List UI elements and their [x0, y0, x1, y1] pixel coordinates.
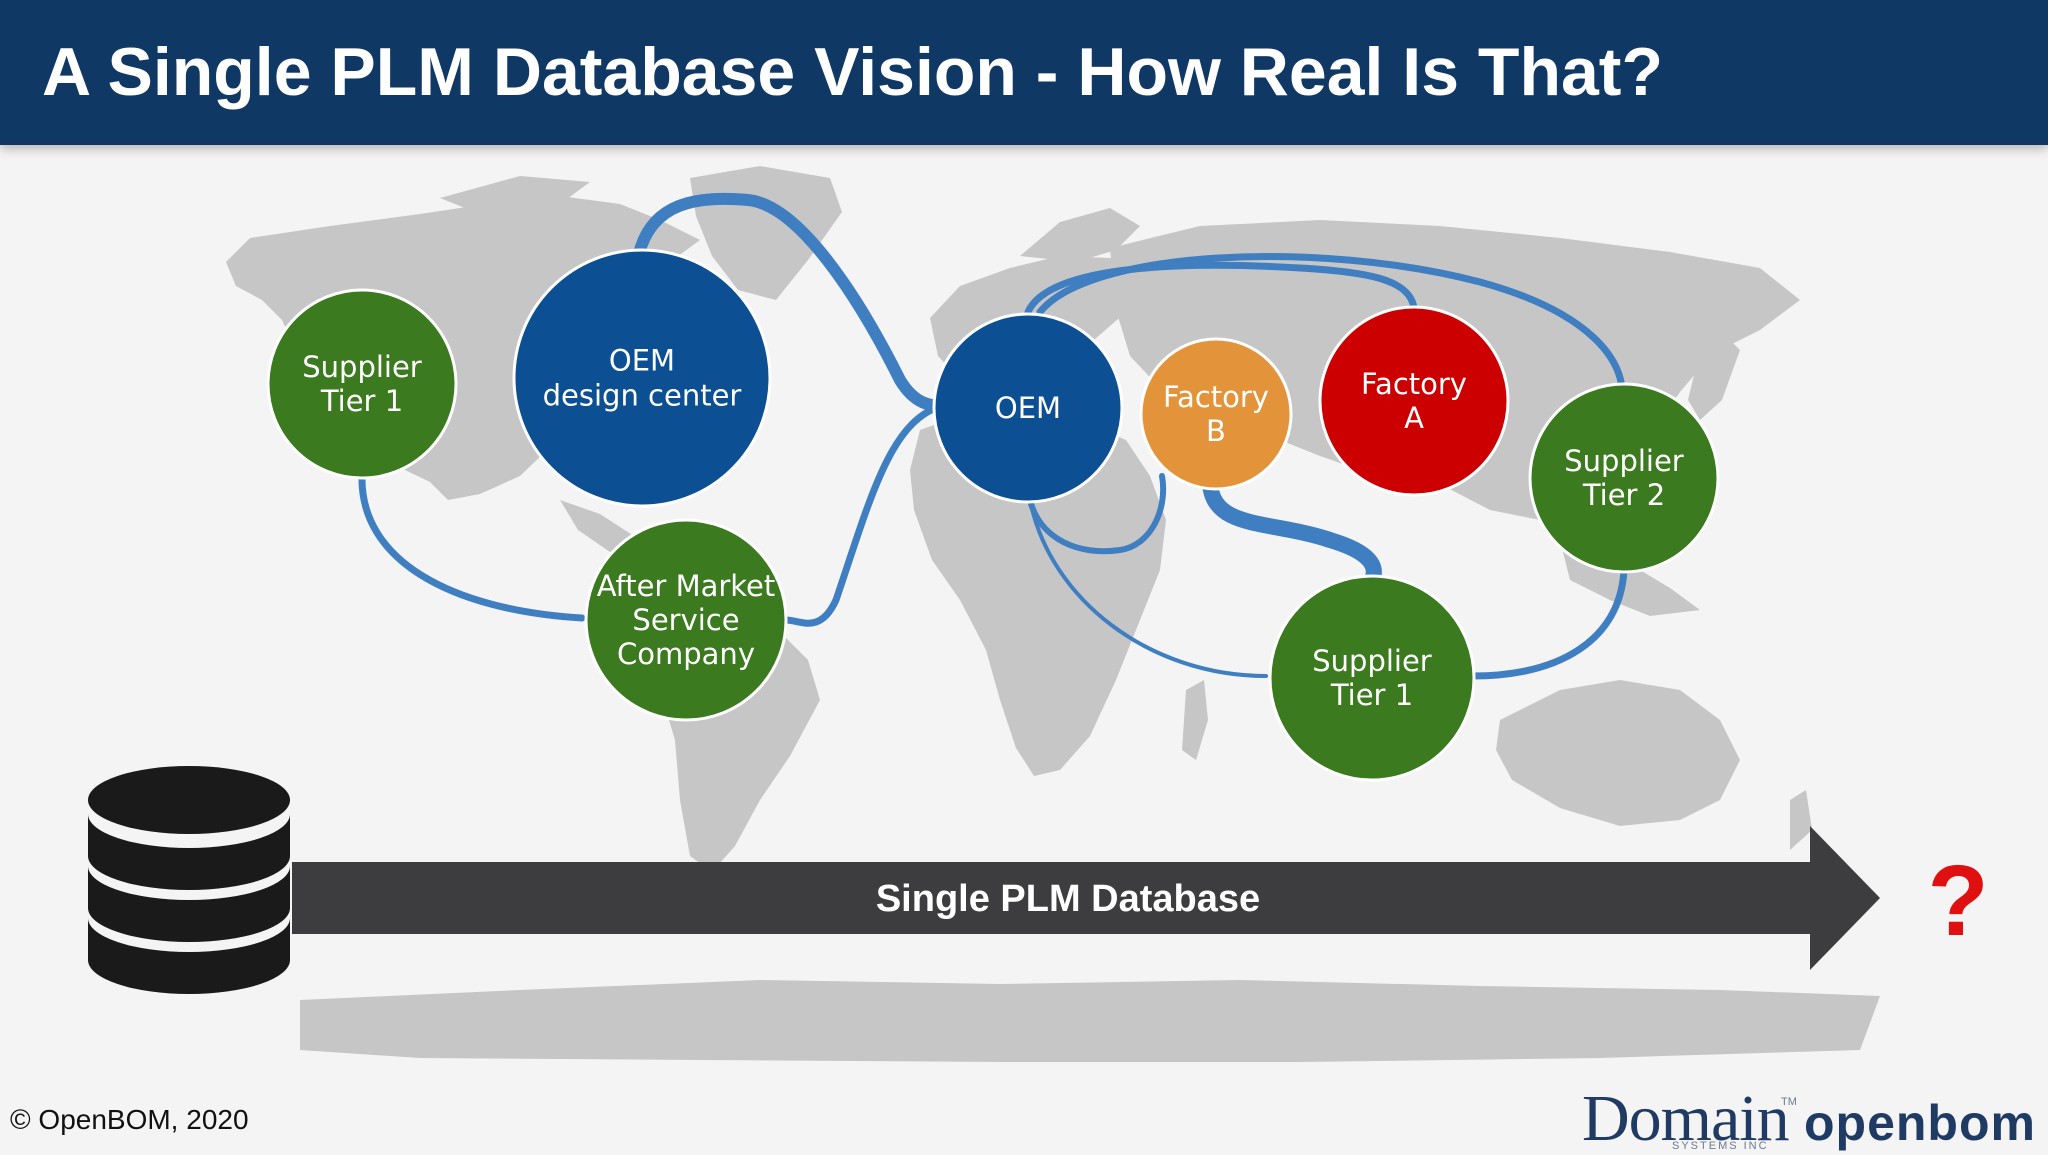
oem-node-label-line: OEM [995, 391, 1061, 425]
slide-title: A Single PLM Database Vision - How Real … [42, 34, 1663, 110]
oem-design-center-node-circle [512, 248, 772, 508]
oem-node-circle [932, 312, 1124, 504]
oem-design-center-node-label-line: design center [543, 379, 742, 413]
database-icon [88, 766, 290, 994]
link-oem-to-aftermarket [782, 402, 946, 627]
supplier-tier2-node-label-line: Supplier [1564, 444, 1684, 478]
plm-database-arrow [292, 826, 1880, 970]
link-oem-top-to-factory-a [1024, 261, 1418, 316]
question-mark: ? [1927, 845, 1988, 957]
factory-a-node-label-line: Factory [1361, 367, 1467, 401]
oem-design-center-node-label-line: OEM [609, 344, 675, 378]
after-market-service-node-label-line: Service [632, 603, 739, 637]
link-supplier-tier1-to-aftermarket [358, 472, 586, 622]
link-oem-design-to-oem [632, 192, 948, 412]
supplier-tier1-americas-node-circle [266, 288, 458, 480]
factory-b-node-circle [1139, 337, 1293, 491]
openbom-logo: openbom [1804, 1095, 2036, 1151]
oem-node: OEM [932, 312, 1124, 504]
after-market-service-node-circle [584, 518, 788, 722]
link-factory-b-to-supplier-tier1-asia [1202, 476, 1382, 588]
after-market-service-node-label-line: After Market [597, 569, 776, 603]
supplier-tier2-node-label-line: Tier 2 [1582, 478, 1665, 512]
supplier-tier2-node-circle [1528, 382, 1720, 574]
factory-a-node-label-line: A [1404, 401, 1424, 435]
supplier-tier1-americas-node-label-line: Tier 1 [320, 384, 403, 418]
link-oem-to-factory-b [1027, 473, 1167, 555]
link-oem-to-supplier-tier1-asia [1028, 498, 1268, 678]
arrow-label: Single PLM Database [876, 878, 1260, 920]
link-oem-top-to-supplier-tier2 [1036, 253, 1626, 396]
supplier-tier1-asia-node-circle [1268, 574, 1476, 782]
title-bar: A Single PLM Database Vision - How Real … [0, 0, 2048, 145]
copyright-text: © OpenBOM, 2020 [10, 1104, 249, 1135]
factory-b-node-label-line: Factory [1163, 380, 1269, 414]
after-market-service-node-label-line: Company [617, 637, 755, 671]
domain-logo: Domain [1582, 1082, 1790, 1155]
factory-a-node-circle [1318, 305, 1510, 497]
supplier-tier1-asia-node-label-line: Supplier [1312, 644, 1432, 678]
factory-b-node-label-line: B [1206, 414, 1226, 448]
supplier-tier1-asia-node-label-line: Tier 1 [1330, 678, 1413, 712]
domain-logo-subtitle: SYSTEMS INC [1672, 1140, 1769, 1152]
supplier-tier1-americas-node-label-line: Supplier [302, 350, 422, 384]
link-supplier-tier2-to-supplier-tier1-asia [1468, 566, 1628, 680]
connection-lines [358, 192, 1628, 680]
domain-logo-tm: TM [1781, 1096, 1797, 1108]
